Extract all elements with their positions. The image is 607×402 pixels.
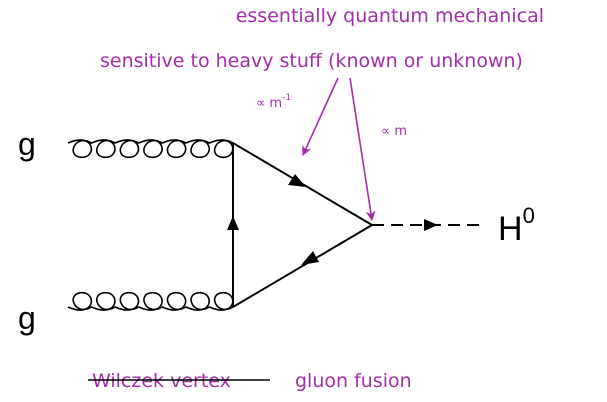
label-gluon-bottom: g [18,300,36,336]
label-higgs: H0 [498,203,535,248]
gluon-curl-path [67,291,234,311]
gluon-line-top [67,139,234,159]
gluon-curl-path [67,139,234,159]
gluon-line-bottom [67,291,234,311]
fermion-line-lower [232,224,373,308]
label-proportional-mass: ∝ m [381,124,407,139]
fermion-triangle-loop [232,142,373,308]
label-gluon-top: g [18,126,36,162]
fermion-arrow-vertical [227,216,239,230]
pointer-arrow-to-upper-fermion-line [302,77,339,156]
fermion-arrow-lower [301,251,319,265]
annotation-quantum-mechanical: essentially quantum mechanical [236,5,544,27]
label-proportional-inverse-mass: ∝ m-1 [256,93,291,111]
caption-struck-name: Wilczek vertex [92,370,231,392]
caption-gluon-fusion: gluon fusion [295,370,412,392]
higgs-line-arrow [424,219,438,231]
annotation-sensitive-heavy-stuff: sensitive to heavy stuff (known or unkno… [100,50,523,72]
pointer-arrow-to-higgs-vertex [349,77,376,221]
fermion-arrow-upper [288,174,306,187]
